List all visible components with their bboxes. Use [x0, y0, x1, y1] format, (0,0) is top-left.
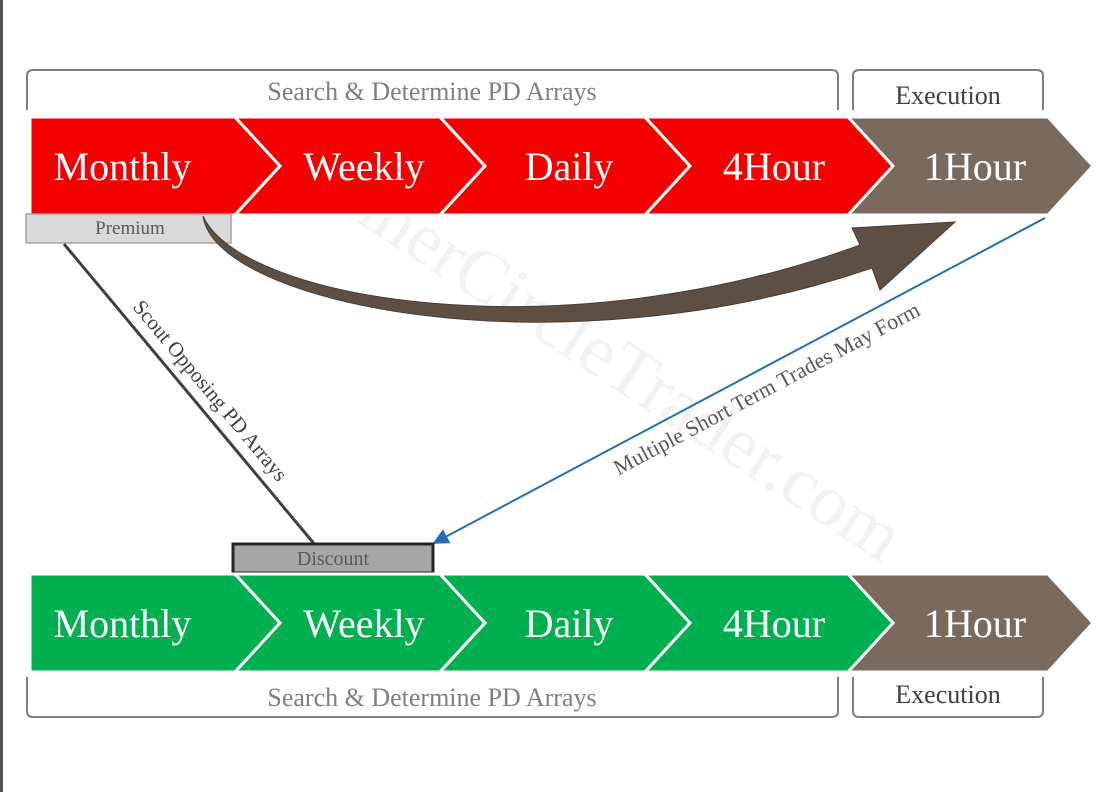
discount-zone-box [231, 542, 435, 575]
bottom-chevron-label: Monthly [54, 601, 192, 646]
bottom-timeframe-chevrons: Monthly Weekly Daily 4Hour 1Hour [28, 572, 1096, 674]
top-search-bracket [26, 69, 839, 110]
premium-zone-label: Premium [95, 218, 165, 239]
bottom-chevron-1hour [844, 572, 1096, 674]
top-chevron-label: Monthly [54, 144, 192, 189]
bottom-chevron-label: 4Hour [723, 601, 825, 646]
premium-zone-box [25, 213, 232, 244]
premium-to-execution-curved-arrow [202, 215, 957, 323]
top-chevron-1hour [844, 115, 1096, 217]
bottom-execution-bracket-label: Execution [895, 680, 1000, 709]
bottom-search-bracket [26, 677, 839, 718]
discount-zone-label: Discount [297, 548, 370, 570]
bottom-chevron-label: 1Hour [924, 601, 1026, 646]
scout-connector-line [62, 243, 318, 547]
bottom-chevron-label: Weekly [303, 601, 424, 646]
bottom-search-bracket-label: Search & Determine PD Arrays [267, 683, 596, 712]
top-chevron-label: 1Hour [924, 144, 1026, 189]
top-execution-bracket [852, 69, 1044, 110]
bottom-chevron-label: Daily [525, 601, 614, 646]
top-chevron-label: Weekly [303, 144, 424, 189]
top-search-bracket-label: Search & Determine PD Arrays [267, 77, 596, 106]
scout-connector-label: Scout Opposing PD Arrays [128, 295, 292, 486]
top-execution-bracket-label: Execution [895, 81, 1000, 110]
top-timeframe-chevrons: Monthly Weekly Daily 4Hour 1Hour [28, 115, 1096, 217]
bottom-execution-bracket [852, 677, 1044, 718]
top-chevron-label: Daily [525, 144, 614, 189]
short-term-trades-arrow [432, 217, 1046, 544]
top-chevron-label: 4Hour [723, 144, 825, 189]
